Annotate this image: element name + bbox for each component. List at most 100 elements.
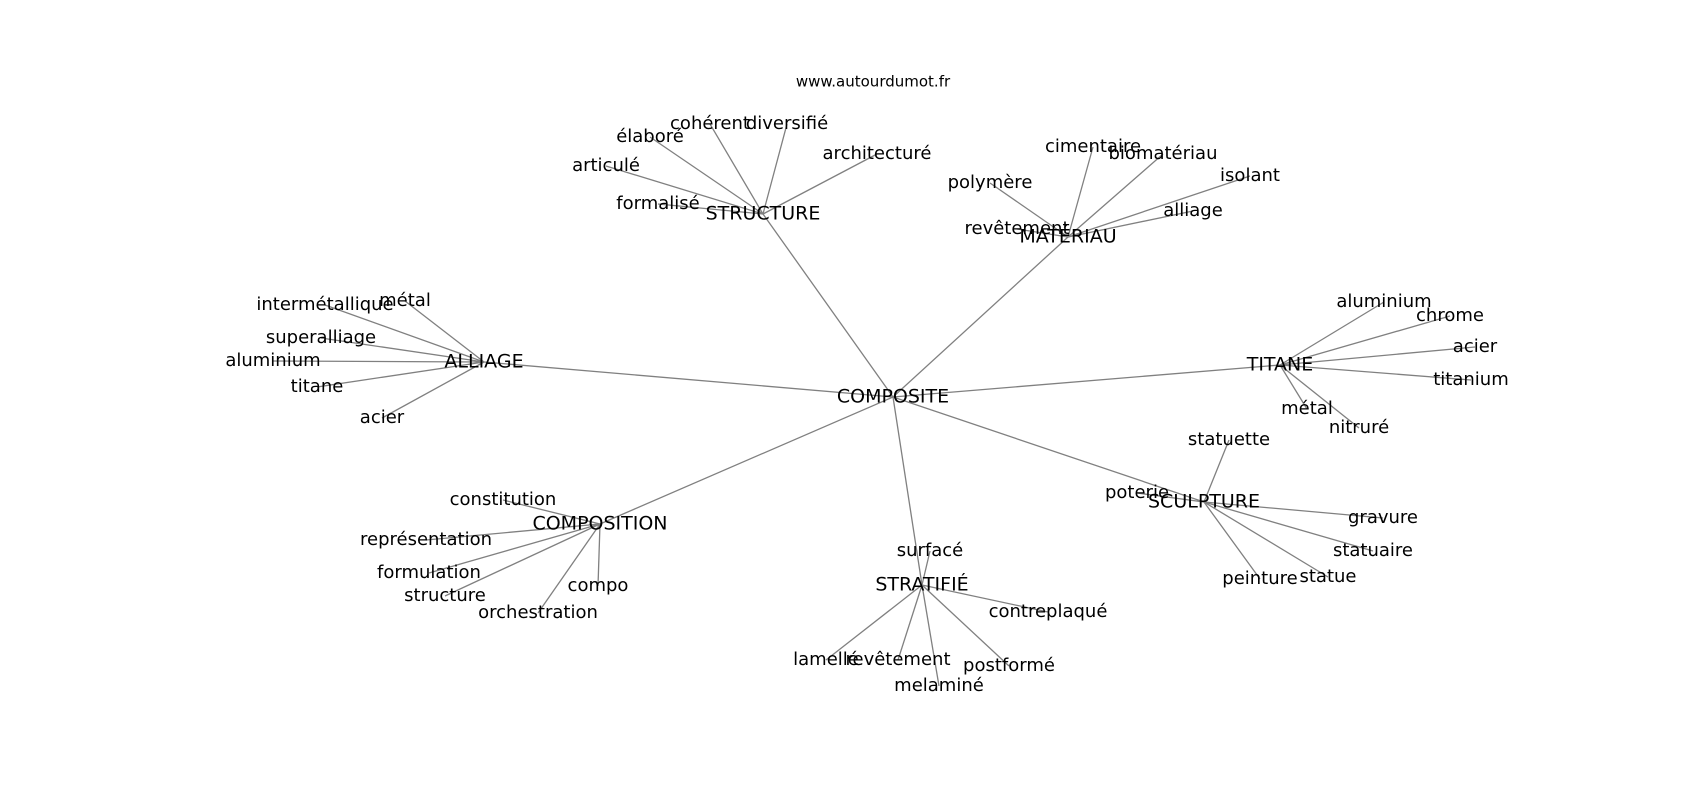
leaf-node: formulation	[377, 562, 481, 583]
leaf-node: cimentaire	[1045, 136, 1141, 157]
leaf-edge	[1279, 364, 1360, 429]
leaf-node: orchestration	[478, 602, 598, 623]
leaf-node: compo	[568, 575, 629, 596]
hub-node: TITANE	[1246, 354, 1314, 376]
leaf-edge	[537, 523, 601, 614]
leaf-edge	[1279, 315, 1451, 366]
center-edge	[599, 396, 894, 525]
center-edge	[892, 396, 923, 586]
leaf-node: acier	[360, 407, 405, 428]
leaf-edge	[897, 584, 923, 661]
leaf-edge	[921, 584, 940, 687]
leaf-node: poterie	[1105, 482, 1169, 503]
leaf-node: articulé	[572, 155, 640, 176]
leaf-node: métal	[1281, 398, 1333, 419]
leaf-node: superalliage	[266, 327, 376, 348]
leaf-node: nitruré	[1329, 417, 1389, 438]
leaf-node: diversifié	[746, 113, 828, 134]
source-label: www.autourdumot.fr	[796, 73, 951, 91]
center-edge	[762, 213, 894, 398]
hub-node: COMPOSITION	[532, 513, 667, 535]
leaf-node: polymère	[948, 172, 1033, 193]
leaf-edge	[921, 550, 931, 586]
leaf-edge	[762, 153, 878, 215]
leaf-edge	[1279, 364, 1308, 410]
leaf-node: isolant	[1220, 165, 1280, 186]
leaf-node: lamellé	[793, 649, 859, 670]
leaf-edge	[1279, 364, 1472, 381]
leaf-node: architecturé	[823, 143, 932, 164]
leaf-edge	[444, 523, 601, 597]
leaf-node: postformé	[963, 655, 1055, 676]
leaf-edge	[320, 337, 485, 363]
leaf-edge	[1203, 501, 1374, 552]
leaf-node: structure	[404, 585, 486, 606]
leaf-edge	[1136, 492, 1205, 503]
leaf-edge	[1203, 501, 1329, 578]
leaf-node: statuaire	[1333, 540, 1413, 561]
leaf-node: revêtement	[845, 649, 950, 670]
leaf-edge	[502, 499, 601, 525]
leaf-node: gravure	[1348, 507, 1418, 528]
hub-node: ALLIAGE	[444, 351, 523, 373]
leaf-node: titane	[291, 376, 344, 397]
leaf-node: formalisé	[616, 193, 699, 214]
leaf-node: peinture	[1222, 568, 1297, 589]
leaf-edge	[762, 123, 788, 215]
leaf-node: revêtement	[964, 218, 1069, 239]
leaf-node: cohérent	[670, 113, 750, 134]
leaf-edge	[272, 360, 485, 363]
leaf-edge	[1067, 175, 1251, 238]
hub-node: SCULPTURE	[1148, 491, 1260, 513]
leaf-edge	[316, 361, 485, 388]
leaf-edge	[1067, 146, 1094, 238]
hub-node: STRATIFIÉ	[875, 573, 968, 596]
center-edge	[483, 361, 894, 398]
leaf-edge	[324, 304, 485, 363]
leaf-edge	[989, 182, 1069, 238]
leaf-edge	[1067, 210, 1194, 238]
leaf-edge	[1279, 301, 1385, 366]
leaf-edge	[1279, 346, 1476, 366]
leaf-node: titanium	[1433, 369, 1509, 390]
leaf-edge	[1016, 228, 1069, 238]
leaf-edge	[649, 136, 764, 215]
leaf-edge	[381, 361, 485, 419]
leaf-node: chrome	[1416, 305, 1484, 326]
leaf-node: aluminium	[225, 350, 320, 371]
leaf-node: statuette	[1188, 429, 1270, 450]
leaf-node: constitution	[450, 489, 557, 510]
leaf-edge	[597, 523, 601, 587]
center-node: COMPOSITE	[837, 386, 949, 408]
leaf-edge	[1203, 501, 1261, 580]
leaf-edge	[404, 300, 485, 363]
leaf-edge	[428, 523, 601, 574]
leaf-edge	[1203, 439, 1230, 503]
leaf-edge	[605, 165, 764, 215]
graph-labels: www.autourdumot.fr COMPOSITE STRUCTURE éla…	[225, 73, 1508, 697]
leaf-edge	[1203, 501, 1384, 519]
leaf-node: melaminé	[894, 675, 984, 696]
leaf-node: alliage	[1163, 200, 1223, 221]
leaf-node: contreplaqué	[989, 601, 1108, 622]
leaf-edge	[709, 123, 764, 215]
leaf-node: biomatériau	[1109, 143, 1218, 164]
leaf-node: acier	[1453, 336, 1498, 357]
center-edge	[892, 364, 1281, 398]
leaf-node: aluminium	[1336, 291, 1431, 312]
leaf-node: élaboré	[616, 126, 684, 147]
leaf-node: surfacé	[897, 540, 964, 561]
leaf-edge	[921, 584, 1049, 613]
graph-edges	[272, 123, 1476, 687]
leaf-node: métal	[379, 290, 431, 311]
leaf-node: intermétallique	[256, 294, 393, 315]
hub-node: STRUCTURE	[706, 203, 821, 225]
center-edge	[892, 236, 1069, 398]
leaf-edge	[1067, 153, 1164, 238]
leaf-edge	[921, 584, 1010, 667]
leaf-edge	[657, 203, 764, 215]
leaf-node: statue	[1299, 566, 1356, 587]
leaf-edge	[425, 523, 601, 541]
center-edge	[892, 396, 1205, 503]
